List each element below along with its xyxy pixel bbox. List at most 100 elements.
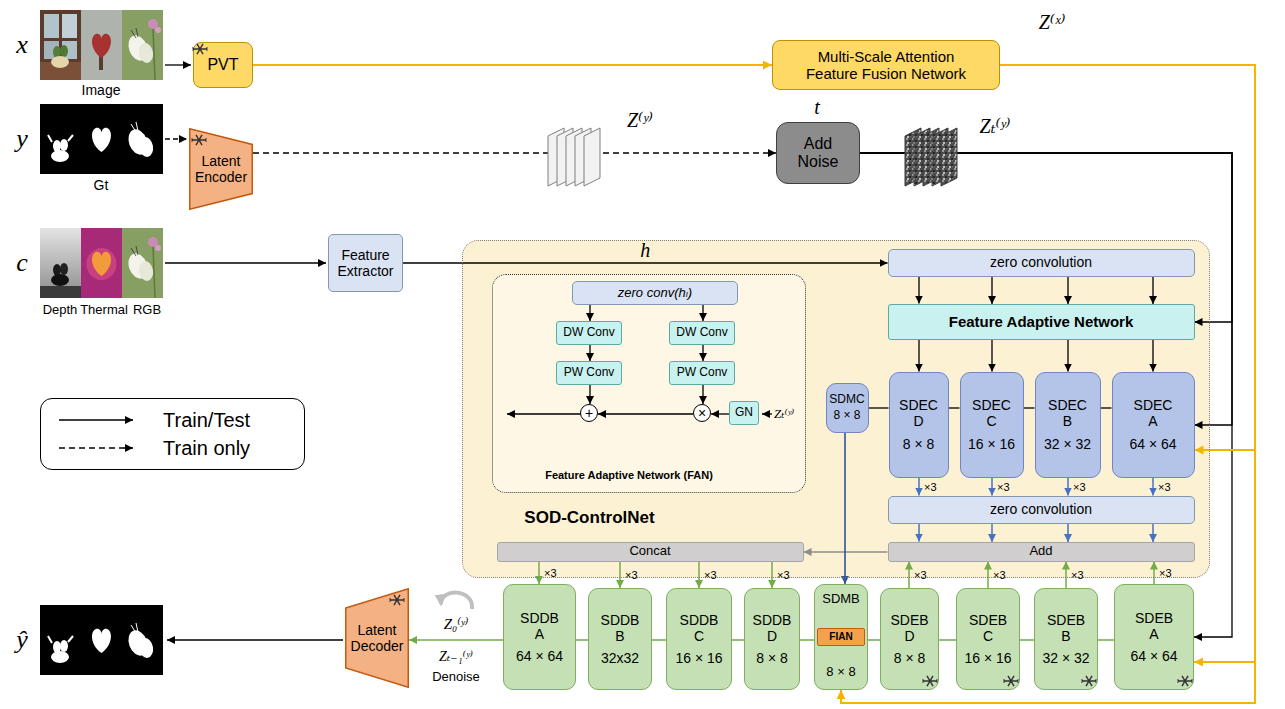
connector <box>800 639 814 641</box>
node-label: SDDB A <box>520 610 559 642</box>
connector <box>918 340 919 372</box>
norm-box: GN <box>729 401 759 425</box>
input-images <box>81 10 122 80</box>
math-symbol: Zₜ₋₁⁽ʸ⁾ <box>439 649 473 664</box>
clean-latent-stack <box>557 128 573 186</box>
edge-label: ×3 <box>544 567 557 579</box>
clean-latent-stack <box>584 128 600 186</box>
predicted-masks <box>81 605 122 675</box>
node-label: + <box>585 406 593 420</box>
region-title: SOD-ControlNet <box>524 508 654 528</box>
connector <box>253 152 776 153</box>
decoder-block: SDDB D8 × 8 <box>744 588 800 690</box>
edge-label: ×3 <box>993 569 1006 581</box>
control-encoder-block: SDEC B32 × 32 <box>1035 372 1101 478</box>
zero-conv-bar: zero convolution <box>888 496 1195 524</box>
node-label: zero convolution <box>990 501 1092 517</box>
condition-images <box>40 228 81 298</box>
image-caption: Gt <box>94 178 109 193</box>
ground-truth-masks <box>81 104 122 174</box>
legend-sample <box>57 414 137 426</box>
noisy-latent-stack <box>905 128 921 186</box>
clean-latent-stack <box>548 128 564 186</box>
decoder-trapezoid: Latent Decoder <box>345 588 409 688</box>
node-label: SDEC A <box>1134 397 1173 429</box>
noisy-latent-stack <box>923 128 939 186</box>
output-symbol: ŷ <box>16 626 28 655</box>
node-label: Add Noise <box>798 135 839 172</box>
connector <box>702 345 703 361</box>
node-label: Feature Extractor <box>331 247 400 279</box>
predicted-masks <box>40 605 81 675</box>
legend-line <box>59 419 133 421</box>
conv-box: PW Conv <box>556 361 622 385</box>
extractor-box: Feature Extractor <box>328 234 403 292</box>
control-encoder-block: SDEC C16 × 16 <box>960 372 1024 478</box>
fan-inset: Feature Adaptive Network (FAN)zero conv(… <box>492 274 806 493</box>
product-circle: × <box>693 404 711 422</box>
adaptive-network-bar: Feature Adaptive Network <box>888 304 1195 340</box>
attention-tag: FIAN <box>817 628 865 646</box>
connector <box>1000 65 1255 662</box>
input-symbol: y <box>16 125 28 154</box>
denoise-loop-arrow <box>441 593 472 609</box>
noisy-latent-stack <box>914 128 930 186</box>
concat-bar: Concat <box>497 542 804 562</box>
connector <box>698 562 700 589</box>
fan-inset-fill <box>492 274 806 493</box>
parallel-arrow-lines <box>992 524 1153 542</box>
sum-circle: + <box>580 404 598 422</box>
node-label: 32 × 32 <box>1042 650 1089 666</box>
node-label: SDDB C <box>680 612 719 644</box>
connector <box>1152 340 1153 372</box>
backbone-box: PVT <box>193 42 253 88</box>
connector <box>991 340 992 372</box>
predicted-masks <box>40 605 163 675</box>
node-label: SDEB A <box>1135 610 1173 642</box>
node-label: 8 × 8 <box>833 409 860 423</box>
connector <box>1153 562 1155 585</box>
node-label: 8 × 8 <box>903 436 935 452</box>
middle-control-block: SDMC8 × 8 <box>826 383 869 433</box>
connector <box>1067 340 1068 372</box>
parallel-arrow-lines <box>992 277 1153 304</box>
connector <box>619 562 621 589</box>
node-label: 16 × 16 <box>675 650 722 666</box>
parallel-arrow-heads <box>988 296 1157 304</box>
noisy-latent-stack <box>905 128 957 186</box>
node-label: SDEC C <box>972 397 1011 429</box>
node-label: 16 × 16 <box>964 650 1011 666</box>
image-caption: RGB <box>133 303 161 317</box>
connector <box>844 433 846 585</box>
fan-output-arrow <box>507 413 581 414</box>
add-bar: Add <box>888 542 1195 562</box>
connector <box>253 64 772 66</box>
connector <box>771 562 773 589</box>
connector <box>1067 478 1069 496</box>
node-label: Concat <box>629 544 670 559</box>
snowflake-icon <box>193 44 208 54</box>
parallel-arrow-heads <box>988 534 1157 542</box>
legend-label: Train only <box>163 437 250 460</box>
input-symbol: c <box>16 249 28 278</box>
edge-label: ×3 <box>924 480 937 492</box>
node-label: 64 × 64 <box>1129 436 1176 452</box>
edge-label: ×3 <box>777 569 790 581</box>
decoder-block: SDDB C 16 × 16 <box>666 588 732 690</box>
input-images <box>40 10 81 80</box>
math-symbol: Zₜ⁽ʸ⁾ <box>980 115 1011 137</box>
node-label: zero convolution <box>990 254 1092 270</box>
connector <box>589 385 590 404</box>
legend-sample <box>57 442 137 454</box>
edge-label: Z₀⁽ʸ⁾ <box>444 616 469 633</box>
math-symbol: Z⁽ˣ⁾ <box>1039 11 1066 33</box>
connectors <box>253 65 1255 703</box>
connector <box>860 153 1232 637</box>
condition-images <box>40 228 163 298</box>
math-symbol: Z⁽ʸ⁾ <box>627 109 653 131</box>
condition-arrow <box>165 262 326 263</box>
snowflake-icon <box>390 595 405 605</box>
connector <box>918 478 920 496</box>
node-label: SDEB C <box>969 612 1007 644</box>
connector <box>409 639 503 641</box>
